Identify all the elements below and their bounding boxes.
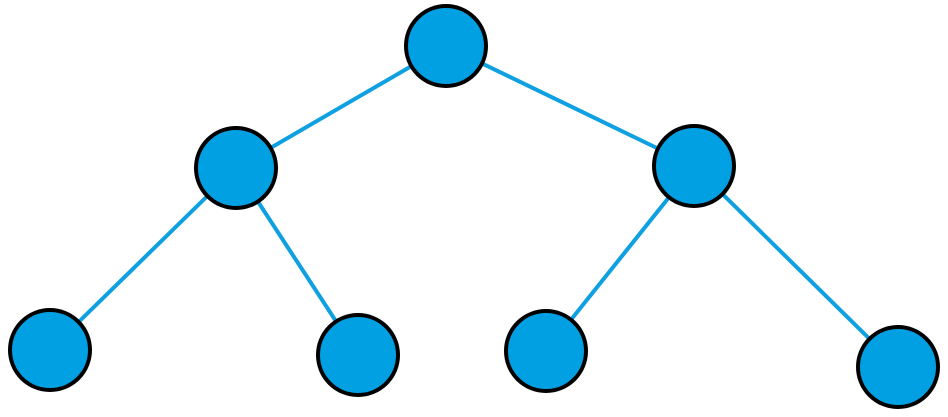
edges-layer: [48, 44, 900, 369]
tree-node-left-left: [8, 308, 92, 392]
tree-node-right-right: [856, 325, 940, 409]
edge-right-to-right-right: [692, 164, 900, 369]
tree-node-right-left: [504, 309, 588, 393]
tree-node-left: [194, 126, 278, 210]
edge-left-to-left-left: [48, 166, 238, 352]
tree-node-left-right: [316, 313, 400, 397]
tree-node-root: [404, 4, 488, 88]
nodes-layer: [8, 4, 940, 409]
edge-root-to-right: [445, 44, 695, 168]
tree-node-right: [652, 124, 736, 208]
